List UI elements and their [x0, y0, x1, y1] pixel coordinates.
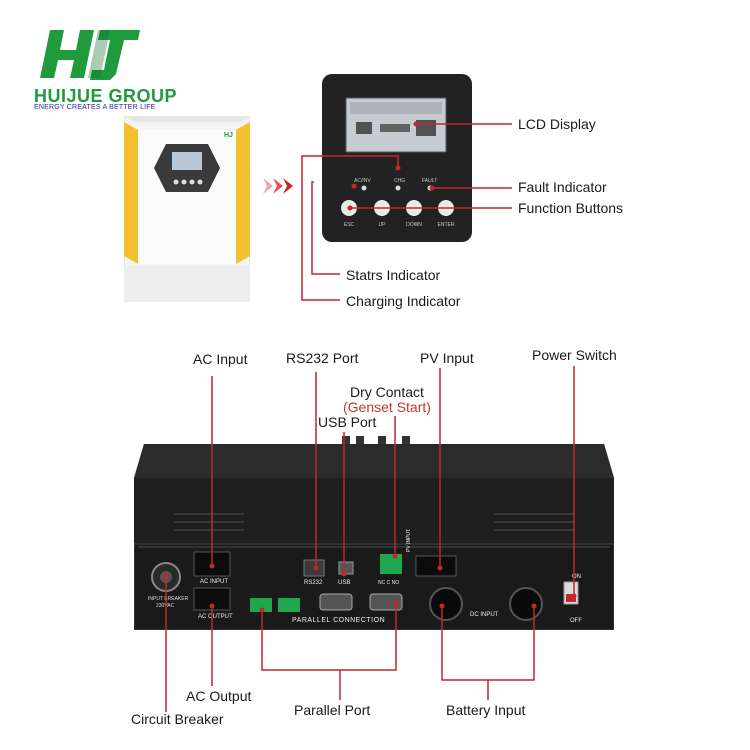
- hj-logo-icon: [40, 30, 140, 80]
- button-enter-label: ENTER: [437, 222, 455, 228]
- rear-label-parallel-connection: PARALLEL CONNECTION: [292, 617, 386, 624]
- callout-fault-indicator: Fault Indicator: [518, 179, 607, 195]
- callout-lcd-display: LCD Display: [518, 116, 596, 132]
- rear-label-breaker-rating: 230VAC: [156, 603, 175, 609]
- top-callout-lines: [301, 121, 512, 301]
- callout-rs232-port: RS232 Port: [286, 350, 359, 366]
- front-brand-badge: HJ: [224, 132, 233, 139]
- callout-charging-indicator: Charging Indicator: [346, 293, 461, 309]
- led-ac-inv-label: AC/INV: [354, 178, 371, 184]
- button-down-label: DOWN: [406, 222, 422, 228]
- callout-pv-input: PV Input: [420, 350, 474, 366]
- callout-parallel-port: Parallel Port: [294, 702, 371, 718]
- rear-label-breaker: INPUT BREAKER: [148, 596, 189, 602]
- button-up-label: UP: [378, 222, 386, 228]
- inverter-front-view: HJ: [123, 115, 251, 303]
- rear-label-on: ON: [572, 574, 581, 580]
- brand-tagline: ENERGY CREATES A BETTER LIFE: [34, 104, 156, 111]
- led-chg-label: CHG: [394, 178, 406, 184]
- callout-status-indicator: Statrs Indicator: [346, 267, 441, 283]
- arrow-chevrons-icon: [263, 176, 303, 196]
- brand-logo: [40, 24, 150, 84]
- rear-label-ac-output: AC OUTPUT: [198, 614, 233, 620]
- rear-label-off: OFF: [570, 618, 582, 624]
- rear-label-dc-input: DC INPUT: [470, 612, 499, 618]
- rear-label-nc-c-no: NC C NO: [378, 580, 400, 586]
- control-panel: AC/INV CHG FAULT ESC UP DOWN ENTER: [322, 74, 472, 242]
- callout-power-switch: Power Switch: [532, 347, 617, 363]
- callout-ac-input: AC Input: [193, 351, 248, 367]
- rear-label-rs232: RS232: [304, 580, 323, 586]
- callout-dry-contact: Dry Contact: [350, 384, 424, 400]
- brand-name: HUIJUE GROUP: [34, 86, 178, 106]
- callout-ac-output: AC Output: [186, 688, 252, 704]
- led-fault-label: FAULT: [422, 178, 438, 184]
- callout-circuit-breaker: Circuit Breaker: [131, 711, 224, 727]
- callout-genset-start: (Genset Start): [343, 399, 431, 415]
- callout-usb-port: USB Port: [318, 414, 377, 430]
- rear-label-ac-input: AC INPUT: [200, 579, 229, 585]
- callout-battery-input: Battery Input: [446, 702, 526, 718]
- callout-function-buttons: Function Buttons: [518, 200, 624, 216]
- rear-label-usb: USB: [338, 580, 351, 586]
- button-esc-label: ESC: [343, 222, 355, 228]
